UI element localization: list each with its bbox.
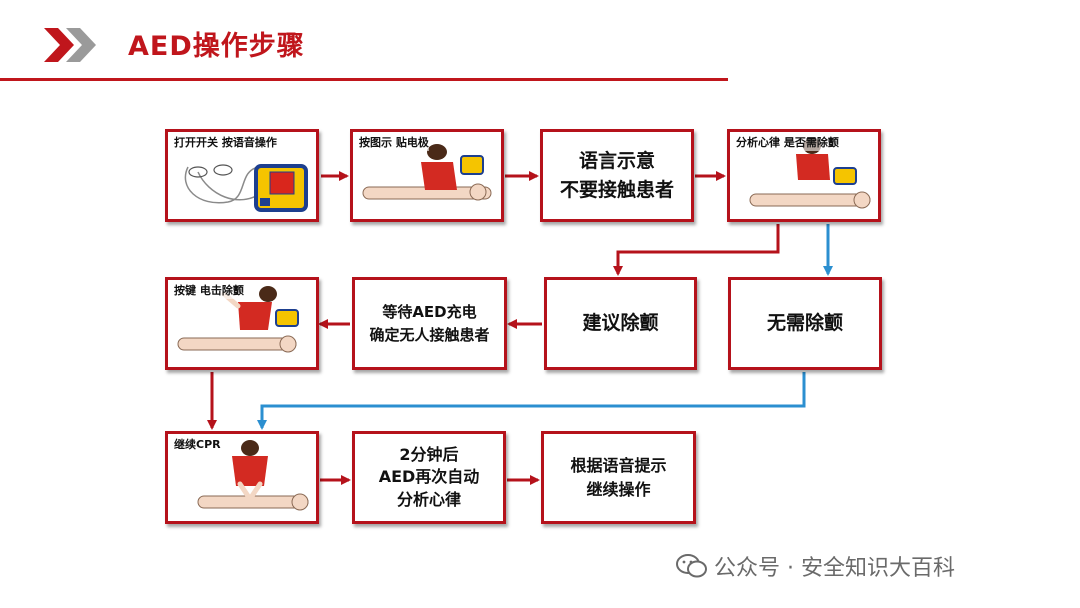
step-no-shock-box: 无需除颤 bbox=[728, 277, 882, 370]
step-continue-cpr-caption: 继续CPR bbox=[174, 438, 221, 453]
step-shock-advised-box: 建议除颤 bbox=[544, 277, 697, 370]
step-analyze-caption-line-2: 是否需除颤 bbox=[783, 136, 839, 149]
step-follow-voice-box: 根据语音提示 继续操作 bbox=[541, 431, 696, 524]
step-press-shock-caption-line-2: 电击除颤 bbox=[199, 284, 244, 297]
header-chevron-icon bbox=[44, 28, 108, 66]
step-analyze-box: 分析心律 是否需除颤 bbox=[727, 129, 881, 222]
step-dont-touch-box: 语言示意 不要接触患者 bbox=[540, 129, 694, 222]
watermark: 公众号 · 安全知识大百科 bbox=[676, 550, 955, 582]
step-follow-voice-line-1: 根据语音提示 bbox=[570, 455, 667, 475]
step-attach-pads-caption-line-2: 贴电极 bbox=[395, 136, 429, 149]
arrow-analyze-to-shock-advised bbox=[613, 224, 780, 276]
arrow-no-shock-to-cpr bbox=[257, 372, 806, 430]
step-turn-on-box: 打开开关 按语音操作 bbox=[165, 129, 319, 222]
watermark-text: 公众号 · 安全知识大百科 bbox=[714, 556, 955, 581]
step-attach-pads-caption-line-1: 按图示 bbox=[359, 136, 392, 149]
step-follow-voice-line-2: 继续操作 bbox=[586, 479, 651, 499]
step-no-shock-line-1: 无需除颤 bbox=[766, 312, 843, 335]
step-analyze-caption-line-1: 分析心律 bbox=[736, 136, 780, 149]
step-turn-on-caption-line-2: 按语音操作 bbox=[221, 136, 277, 149]
step-press-shock-box: 按键 电击除颤 bbox=[165, 277, 319, 370]
attach-pads-illustration bbox=[362, 144, 492, 201]
step-reanalyze-line-1: 2分钟后 bbox=[399, 444, 459, 464]
step-attach-pads-box: 按图示 贴电极 bbox=[350, 129, 504, 222]
step-wait-charge-line-1: 等待AED充电 bbox=[382, 303, 477, 321]
cpr-illustration bbox=[197, 440, 309, 511]
step-press-shock-caption: 按键 电击除颤 bbox=[174, 284, 244, 299]
step-attach-pads-caption: 按图示 贴电极 bbox=[359, 136, 429, 151]
step-press-shock-caption-line-1: 按键 bbox=[174, 284, 196, 297]
step-dont-touch-line-1: 语言示意 bbox=[578, 150, 655, 172]
step-wait-charge-line-2: 确定无人接触患者 bbox=[369, 325, 490, 344]
step-turn-on-caption-line-1: 打开开关 bbox=[174, 136, 218, 149]
step-dont-touch-line-2: 不要接触患者 bbox=[559, 178, 674, 201]
aed-device-illustration bbox=[184, 164, 308, 212]
step-turn-on-caption: 打开开关 按语音操作 bbox=[174, 136, 277, 151]
page-title: AED操作步骤 bbox=[128, 31, 305, 62]
wechat-icon bbox=[676, 554, 707, 578]
step-analyze-caption: 分析心律 是否需除颤 bbox=[736, 136, 839, 151]
step-continue-cpr-box: 继续CPR bbox=[165, 431, 319, 524]
step-continue-cpr-caption-line-1: 继续CPR bbox=[174, 438, 221, 451]
step-wait-charge-box: 等待AED充电 确定无人接触患者 bbox=[352, 277, 507, 370]
header-divider bbox=[0, 78, 728, 81]
step-reanalyze-box: 2分钟后 AED再次自动 分析心律 bbox=[352, 431, 506, 524]
step-reanalyze-line-3: 分析心律 bbox=[396, 489, 461, 509]
step-reanalyze-line-2: AED再次自动 bbox=[378, 467, 480, 487]
step-shock-advised-line-1: 建议除颤 bbox=[582, 312, 659, 335]
